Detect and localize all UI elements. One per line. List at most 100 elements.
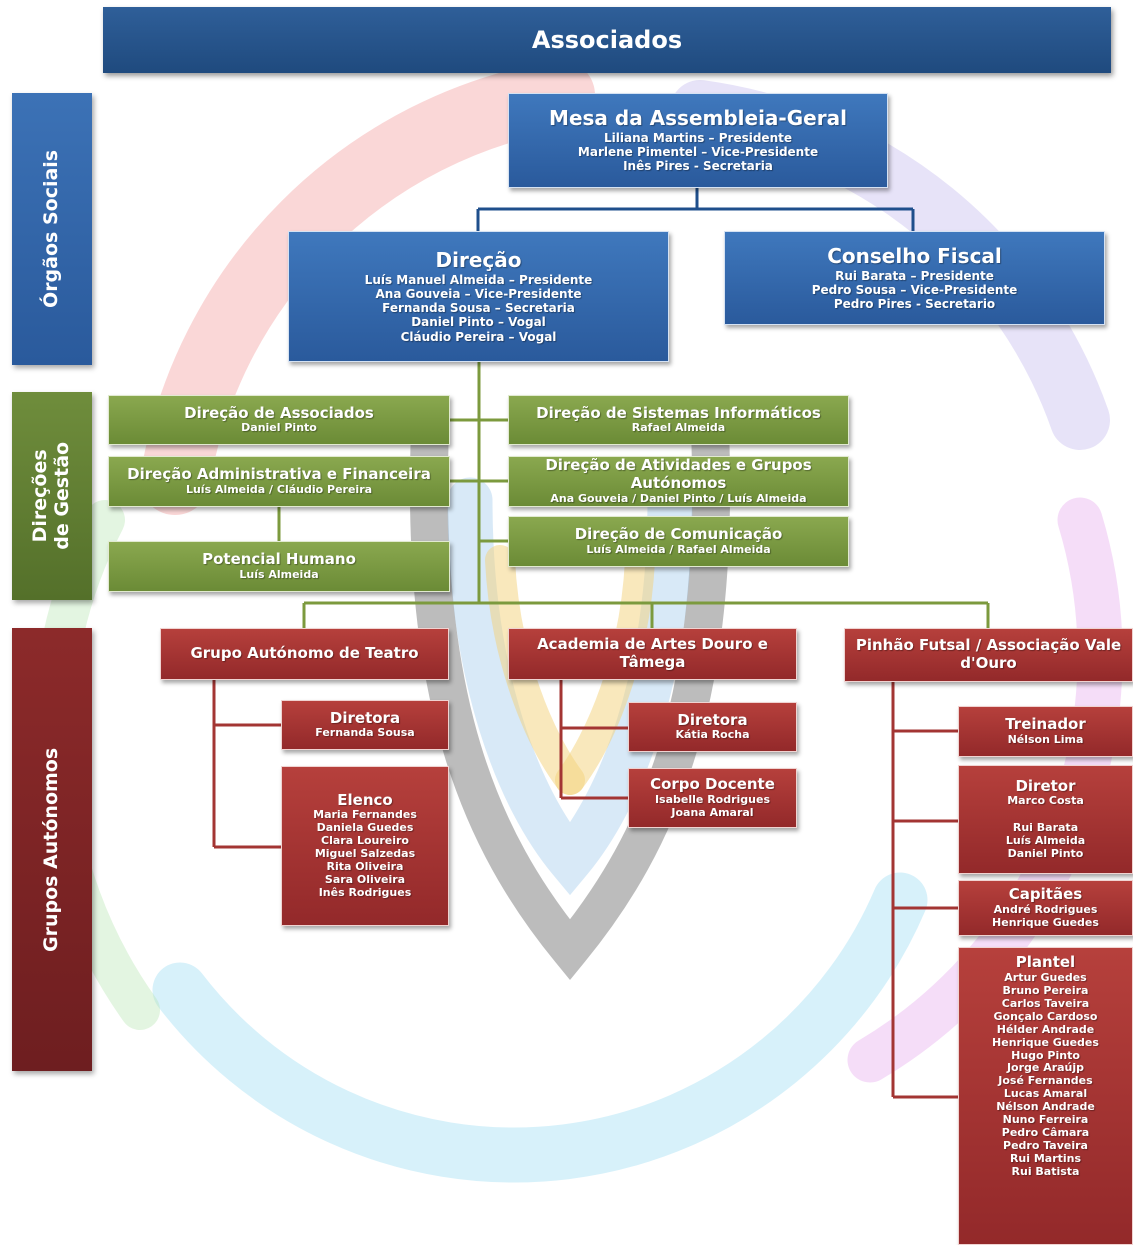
capitaes-member: Henrique Guedes — [992, 915, 1099, 929]
mesa-member: Liliana Martins – Presidente — [603, 131, 792, 146]
direcao-title: Direção — [435, 248, 522, 273]
academia-diretora-title: Diretora — [677, 710, 748, 729]
conselho-member: Pedro Sousa – Vice-Presidente — [811, 282, 1018, 297]
futsal-treinador-box: Treinador Nélson Lima — [958, 706, 1133, 757]
elenco-member: Sara Oliveira — [324, 873, 406, 887]
diretor-sub: Marco Costa — [1007, 794, 1084, 808]
conselho-member: Rui Barata – Presidente — [835, 268, 994, 283]
direcao-administrativa-title: Direção Administrativa e Financeira — [127, 465, 431, 484]
futsal-title-line1: Pinhão Futsal / Associação Vale — [855, 636, 1122, 655]
plantel-member: Henrique Guedes — [992, 1035, 1099, 1049]
futsal-capitaes-box: Capitães André Rodrigues Henrique Guedes — [958, 880, 1133, 936]
diretor-title: Diretor — [1015, 776, 1076, 795]
direcao-member: Fernanda Sousa – Secretaria — [382, 301, 575, 316]
elenco-member: Daniela Guedes — [316, 821, 414, 835]
plantel-member: Hélder Andrade — [996, 1022, 1095, 1036]
diretor-member: Daniel Pinto — [1007, 847, 1084, 861]
section-grupos-autonomos: Grupos Autónomos — [12, 628, 92, 1071]
academia-box: Academia de Artes Douro e Tâmega — [508, 628, 797, 680]
direcao-member: Luís Manuel Almeida – Presidente — [364, 272, 593, 287]
diretor-member: Luís Almeida — [1005, 834, 1086, 848]
direcao-comunicacao-sub: Luís Almeida / Rafael Almeida — [586, 542, 771, 556]
conselho-title: Conselho Fiscal — [827, 243, 1002, 268]
direcao-associados-sub: Daniel Pinto — [241, 421, 317, 435]
elenco-member: Rita Oliveira — [326, 860, 404, 874]
associados-header: Associados — [103, 7, 1111, 73]
plantel-member: Gonçalo Cardoso — [993, 1009, 1098, 1023]
teatro-diretora-sub: Fernanda Sousa — [315, 726, 415, 740]
potencial-humano-box: Potencial Humano Luís Almeida — [108, 541, 450, 592]
direcao-atividades-box: Direção de Atividades e Grupos Autónomos… — [508, 456, 849, 507]
direcao-comunicacao-title: Direção de Comunicação — [574, 525, 783, 544]
direcao-sistemas-title: Direção de Sistemas Informáticos — [536, 403, 821, 422]
conselho-member: Pedro Pires - Secretario — [833, 296, 996, 311]
mesa-member: Marlene Pimentel – Vice-Presidente — [577, 145, 819, 160]
direcao-associados-title: Direção de Associados — [184, 403, 374, 422]
section-grupos-label: Grupos Autónomos — [40, 747, 63, 952]
direcao-member: Cláudio Pereira – Vogal — [400, 329, 557, 344]
corpo-docente-title: Corpo Docente — [650, 775, 775, 794]
direcao-administrativa-sub: Luís Almeida / Cláudio Pereira — [185, 482, 373, 496]
corpo-docente-member: Joana Amaral — [671, 805, 754, 819]
direcao-sistemas-box: Direção de Sistemas Informáticos Rafael … — [508, 395, 849, 445]
direcao-atividades-sub: Ana Gouveia / Daniel Pinto / Luís Almeid… — [550, 491, 807, 505]
corpo-docente-box: Corpo Docente Isabelle Rodrigues Joana A… — [628, 768, 797, 828]
elenco-member: Maria Fernandes — [313, 808, 417, 822]
elenco-member: Miguel Salzedas — [314, 847, 416, 861]
plantel-member: Nélson Andrade — [996, 1100, 1095, 1114]
plantel-member: Carlos Taveira — [1001, 996, 1090, 1010]
teatro-title: Grupo Autónomo de Teatro — [190, 644, 419, 663]
section-direcoes-label: Direções de Gestão — [29, 442, 74, 550]
teatro-diretora-title: Diretora — [329, 708, 401, 727]
mesa-title: Mesa da Assembleia-Geral — [549, 106, 847, 131]
futsal-diretor-box: Diretor Marco Costa Rui Barata Luís Alme… — [958, 765, 1133, 874]
elenco-member: Clara Loureiro — [321, 834, 409, 848]
plantel-member: Hugo Pinto — [1011, 1048, 1080, 1062]
elenco-title: Elenco — [337, 790, 393, 809]
direcao-member: Daniel Pinto – Vogal — [411, 315, 546, 330]
direcao-box: Direção Luís Manuel Almeida – Presidente… — [288, 231, 669, 362]
teatro-box: Grupo Autónomo de Teatro — [160, 628, 449, 680]
plantel-member: Rui Martins — [1009, 1152, 1082, 1166]
academia-diretora-box: Diretora Kátia Rocha — [628, 702, 797, 752]
futsal-box: Pinhão Futsal / Associação Vale d'Ouro — [844, 628, 1133, 682]
plantel-member: Pedro Taveira — [1003, 1139, 1088, 1153]
section-orgaos-sociais: Órgãos Sociais — [12, 93, 92, 365]
mesa-member: Inês Pires - Secretaria — [623, 159, 773, 174]
futsal-title-line2: d'Ouro — [960, 654, 1017, 672]
section-orgaos-label: Órgãos Sociais — [40, 149, 63, 309]
conselho-fiscal-box: Conselho Fiscal Rui Barata – Presidente … — [724, 231, 1105, 325]
treinador-title: Treinador — [1005, 715, 1086, 734]
diretor-member: Rui Barata — [1012, 821, 1079, 835]
section-direcoes-gestao: Direções de Gestão — [12, 392, 92, 600]
plantel-member: Artur Guedes — [1004, 970, 1087, 984]
plantel-member: Nuno Ferreira — [1002, 1113, 1089, 1127]
capitaes-title: Capitães — [1008, 885, 1083, 904]
potencial-humano-sub: Luís Almeida — [239, 567, 319, 581]
section-direcoes-line2: de Gestão — [51, 442, 74, 550]
treinador-sub: Nélson Lima — [1007, 732, 1084, 746]
academia-title: Academia de Artes Douro e Tâmega — [537, 635, 768, 671]
direcao-sistemas-sub: Rafael Almeida — [631, 421, 726, 435]
potencial-humano-title: Potencial Humano — [202, 550, 356, 569]
plantel-member: Bruno Pereira — [1002, 983, 1089, 997]
direcao-administrativa-box: Direção Administrativa e Financeira Luís… — [108, 456, 450, 507]
corpo-docente-member: Isabelle Rodrigues — [654, 792, 771, 806]
academia-diretora-sub: Kátia Rocha — [675, 728, 750, 742]
elenco-member: Inês Rodrigues — [318, 886, 412, 900]
section-direcoes-line1: Direções — [29, 449, 52, 543]
mesa-assembleia-box: Mesa da Assembleia-Geral Liliana Martins… — [508, 93, 888, 188]
plantel-member: Rui Batista — [1011, 1165, 1080, 1179]
direcao-comunicacao-box: Direção de Comunicação Luís Almeida / Ra… — [508, 516, 849, 567]
plantel-member: Jorge Araújp — [1006, 1061, 1085, 1075]
plantel-member: Pedro Câmara — [1001, 1126, 1090, 1140]
futsal-plantel-box: Plantel Artur Guedes Bruno Pereira Carlo… — [958, 947, 1133, 1245]
plantel-title: Plantel — [1015, 953, 1076, 971]
plantel-member: Lucas Amaral — [1003, 1087, 1088, 1101]
teatro-diretora-box: Diretora Fernanda Sousa — [281, 700, 449, 750]
direcao-associados-box: Direção de Associados Daniel Pinto — [108, 395, 450, 445]
capitaes-member: André Rodrigues — [993, 902, 1098, 916]
direcao-member: Ana Gouveia – Vice-Presidente — [375, 287, 582, 302]
plantel-member: José Fernandes — [998, 1074, 1093, 1088]
